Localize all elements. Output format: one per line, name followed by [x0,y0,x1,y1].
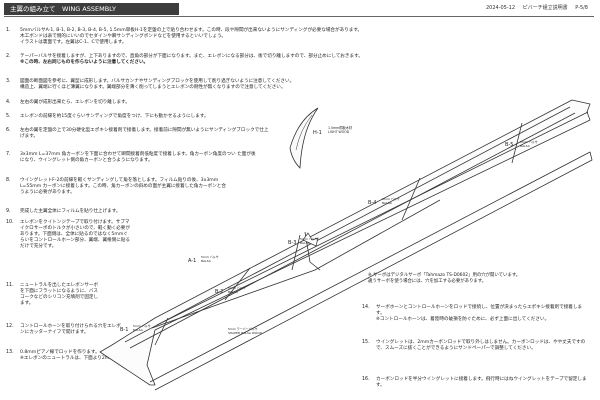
label-a1-sub1: 5mm バルサ [201,254,219,259]
label-b3: B-3 [288,240,296,246]
spar [151,199,441,329]
label-b3-sub2: BALSA [300,241,311,245]
doc-name: ピバーチ組立説明書 [522,5,568,11]
label-b1-sub1: 5mm バルサ [133,323,151,328]
step-15: 15.ウイングレットは、2mmカーボンロッドで取り外しはしません。カーボンロッド… [362,340,586,352]
label-b2-sub1: 5mm バルサ [228,285,246,290]
winglet-h1 [289,107,319,169]
label-b5-sub2: BALSA [520,144,531,148]
winglet-rib [295,114,313,151]
step-3: 3.図面の断面図を参考に、翼型に成形します。バルサカンナやサンディングブロックを… [6,79,295,91]
center-cross [302,232,319,247]
taper-line-2 [129,112,576,349]
label-b2: B-2 [215,289,223,295]
step-5: 5.エレボンの前縁を約15度ぐらいサンディングで角度をつけ、下にも動かせるように… [6,114,209,119]
wing-outline [99,99,591,386]
label-b3-sub1: 5mm バルサ [300,236,318,241]
label-b4-sub1: 5mm バルサ [382,196,400,201]
label-h1: H-1 [313,130,322,136]
step-9: 9.完成した主翼全体にフィルムを貼り仕上げます。 [6,209,121,214]
label-b1: B-1 [120,327,128,333]
servo-note: ※ サーボはデジタルサーボ「Tahmazo TS-D0602」用の穴が開いていま… [368,273,521,285]
step-2: 2.テーパーバルサを接着しますが、上下ありますので、直角の部分が下面になります。… [6,54,363,66]
label-b5: B-5 [505,142,513,148]
rib-b4 [401,177,421,221]
doc-date: 2024-05-12 [485,5,516,11]
rib-b2 [224,267,251,301]
page-meta: 2024-05-12 ピバーチ組立説明書 P-5/8 [480,4,588,11]
rib-b5 [511,122,523,164]
label-a1-sub2: BALSA [201,259,212,263]
taper-line-1 [124,106,571,343]
step-1: 1.5mmバルサA-1, B-1, B-2, B-3, B-4, B-5, 1.… [6,28,363,46]
label-b4-sub2: BALSA [382,201,393,205]
step-10: 10.エレボンをクイトンジテープで取り付けます。サブマイクロサーボのトルクが小さ… [6,220,131,250]
page-number: P-5/8 [575,5,588,11]
label-taper-2: SHAPED BALSA WOOD [228,331,263,335]
rib-b1 [154,317,169,346]
step-4: 4.左右の翼が成形出来たら、エレボンを切り離します。 [6,100,130,105]
label-b2-sub2: BALSA [228,290,239,294]
step-6: 6.左右の翼を定盤の上で30分硬化型エポキシ接着剤で接着します。接着前に隙間が無… [6,128,269,140]
label-b4: B-4 [368,200,376,206]
label-b5-sub1: 5mm バルサ [520,139,538,144]
label-taper-1: 5mm テーパーバルサ [228,326,258,331]
page-header: 主翼の組み立て WING ASSEMBLY 2024-05-12 ピバーチ組立説… [0,0,600,17]
step-12: 12.コントロールホーンを取り付けられる穴をエレボンにカッターナイフで開けます。 [6,324,121,336]
step-13: 13.0.8mmピアノ線でロッドを作ります。 ※エレボンのニュートラルは、下面よ… [6,350,141,362]
rib-b3 [291,234,301,271]
step-16: 16.カーボンロッドを半分ウイングレットに接着します。飛行時にはねウイングレット… [362,377,587,389]
label-a1: A-1 [188,258,196,264]
label-b1-sub2: BALSA [133,328,144,332]
step-11: 11.ニュートラルを出したエレボンサーボを下面にフラットになるように、バスコーク… [6,283,99,307]
step-8: 8.ウイングレットF-2の前縁を軽くサンディングして角を落とします。フィルム貼り… [6,178,226,196]
section-title: 主翼の組み立て WING ASSEMBLY [4,3,179,15]
label-h1-sub2: LIGHT WOOD [328,130,350,134]
step-14: 14.サーボホーンとコントロールホーンをロッドで接続し、位置が決まったらエポキシ… [362,305,583,323]
label-h1-sub1: 1.5mm桐板木材 [328,125,353,130]
header-rule [4,16,594,17]
step-7: 7.3x3mm L=37mm 角カーボンを下面に合わせて瞬間接着剤低粘度で接着し… [6,152,256,164]
trailing-band [149,151,593,391]
